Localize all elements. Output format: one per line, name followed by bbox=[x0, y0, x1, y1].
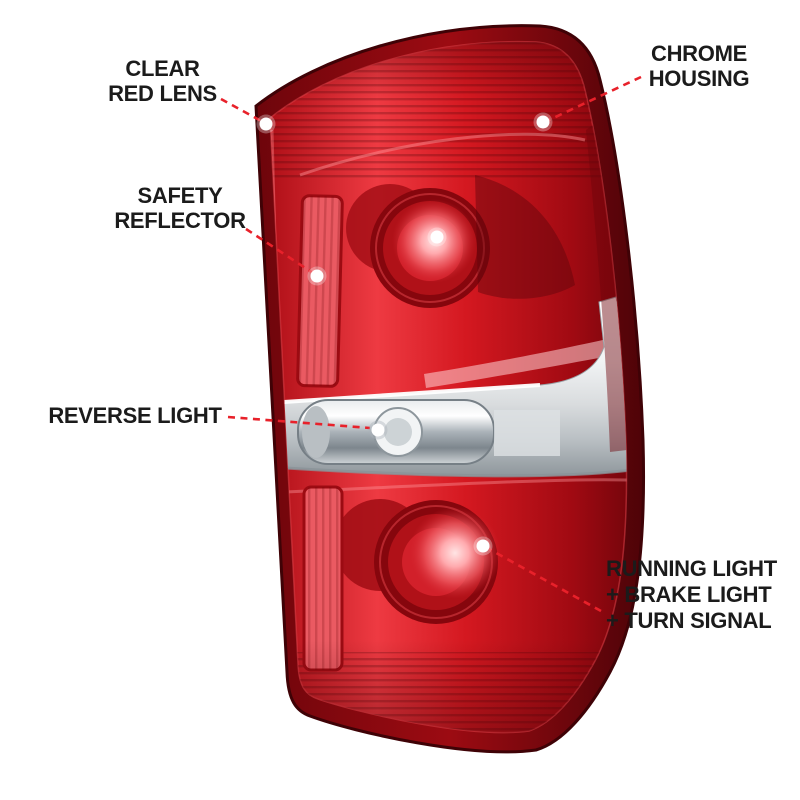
callout-lines bbox=[220, 75, 642, 613]
safety-reflector-strip-upper bbox=[296, 194, 344, 388]
callout-label-safety-reflector: SAFETY REFLECTOR bbox=[95, 183, 265, 233]
callout-line-clear-red-lens bbox=[220, 97, 264, 124]
callout-dot-clear-red-lens bbox=[256, 114, 276, 134]
upper-bulb bbox=[346, 184, 490, 308]
callout-label-line: RUNNING LIGHT bbox=[606, 556, 777, 581]
callout-label-chrome-housing: CHROME HOUSING bbox=[615, 41, 783, 91]
callout-label-line: + TURN SIGNAL bbox=[606, 607, 772, 633]
lens-highlight bbox=[299, 132, 586, 177]
callout-label-line: HOUSING bbox=[648, 65, 750, 91]
safety-reflector-strip-lower bbox=[302, 485, 344, 672]
right-edge-shade bbox=[586, 120, 627, 452]
callout-dot-reverse-light bbox=[368, 420, 388, 440]
callout-label-clear-red-lens: CLEAR RED LENS bbox=[70, 56, 255, 106]
bulb-highlight-dot bbox=[427, 227, 447, 247]
callout-label-line: CHROME bbox=[651, 41, 747, 66]
callout-label-line: CLEAR bbox=[125, 56, 200, 81]
callout-label-line: REVERSE LIGHT bbox=[48, 403, 222, 428]
callout-label-line: + BRAKE LIGHT bbox=[606, 581, 772, 607]
callout-label-line: RED LENS bbox=[108, 80, 217, 106]
callout-label-line: SAFETY bbox=[137, 183, 223, 208]
lens-reflection bbox=[424, 338, 615, 388]
callout-label-line: REFLECTOR bbox=[114, 207, 246, 233]
reverse-bulb-chamber bbox=[297, 399, 560, 465]
callout-line-reverse-light bbox=[227, 415, 371, 430]
callout-dot-running-light bbox=[473, 536, 493, 556]
callout-dots bbox=[256, 112, 553, 556]
callout-line-safety-reflector bbox=[245, 227, 314, 275]
upper-chamber-shadow bbox=[475, 175, 575, 299]
callout-line-chrome-housing bbox=[548, 75, 642, 122]
callout-label-running-brake-turn: RUNNING LIGHT + BRAKE LIGHT + TURN SIGNA… bbox=[606, 556, 788, 634]
callout-line-running-light bbox=[488, 547, 602, 613]
lower-bulb bbox=[334, 499, 501, 624]
callout-label-reverse-light: REVERSE LIGHT bbox=[40, 403, 230, 429]
callout-dot-chrome-housing bbox=[533, 112, 553, 132]
callout-dot-safety-reflector bbox=[307, 266, 327, 286]
